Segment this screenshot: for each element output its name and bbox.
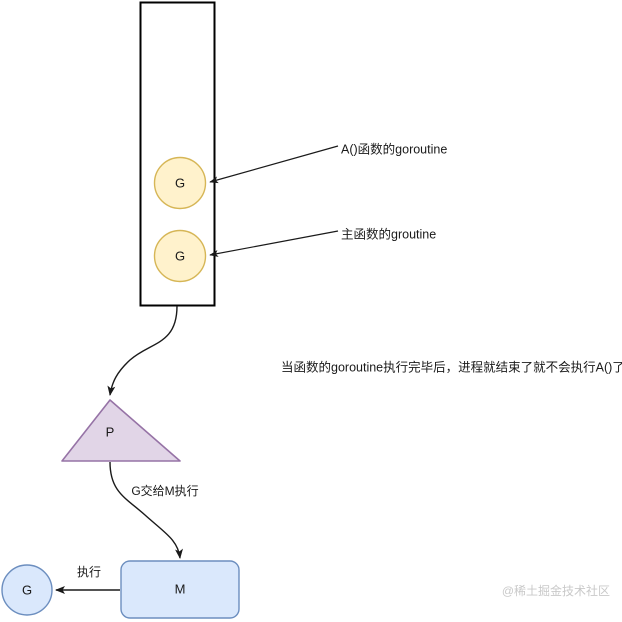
goroutine-a-label: G	[175, 175, 185, 190]
goroutine-running-node[interactable]	[1, 564, 53, 616]
edge-processor-to-machine	[109, 461, 183, 559]
goroutine-main-node[interactable]	[153, 229, 207, 283]
goroutine-main-label: G	[175, 248, 185, 263]
goroutine-a-annotation: A()函数的goroutine	[341, 141, 447, 156]
edge-machine-to-goroutine-label: 执行	[77, 565, 101, 579]
goroutine-main-annotation: 主函数的groutine	[341, 226, 436, 241]
goroutine-main-leader-line	[209, 230, 339, 257]
machine-label: M	[175, 581, 186, 596]
process-end-note: 当函数的goroutine执行完毕后，进程就结束了就不会执行A()了	[281, 359, 622, 374]
processor-node[interactable]	[61, 399, 181, 462]
edge-queue-to-processor	[107, 305, 178, 396]
goroutine-running-label: G	[22, 582, 32, 597]
edge-processor-to-machine-label: G交给M执行	[131, 483, 198, 498]
watermark: @稀土掘金技术社区	[502, 583, 610, 598]
processor-label: P	[106, 424, 115, 439]
goroutine-a-node[interactable]	[153, 156, 207, 210]
machine-node[interactable]	[120, 560, 240, 619]
goroutine-a-leader-line	[209, 145, 339, 184]
